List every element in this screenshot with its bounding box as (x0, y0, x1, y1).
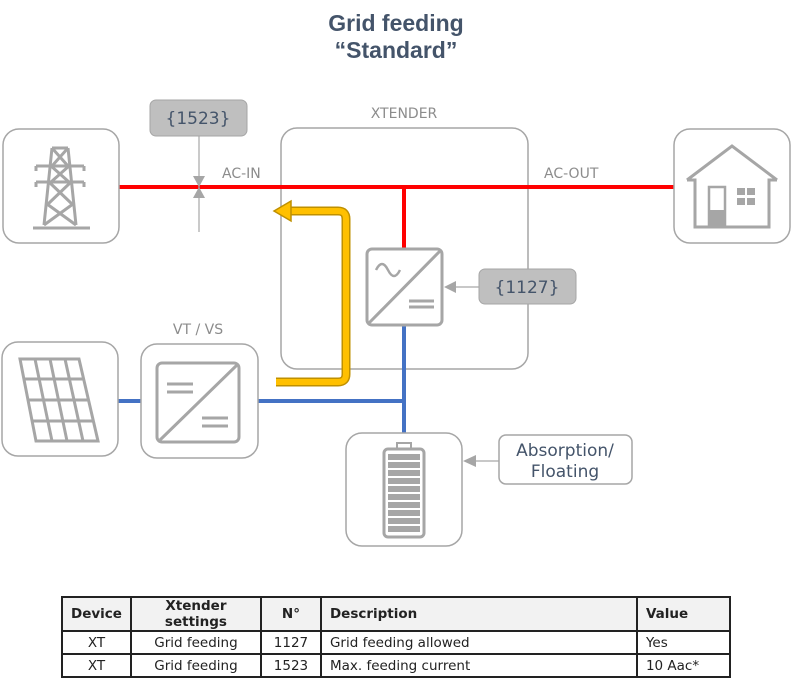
battery-icon (382, 442, 426, 539)
cell-device: XT (61, 630, 132, 655)
solar-box (1, 341, 119, 457)
vtvs-box (140, 343, 259, 459)
grid-box (2, 128, 120, 244)
house-icon (686, 144, 778, 229)
cell-description: Grid feeding allowed (319, 630, 638, 655)
header-description: Description (319, 596, 638, 632)
charge-mode-line1: Absorption/ (516, 441, 614, 461)
dc-dc-converter-icon (155, 361, 241, 444)
charge-mode-line2: Floating (531, 462, 599, 482)
cell-description: Max. feeding current (319, 653, 638, 678)
arrow-left-icon (463, 455, 476, 467)
solar-panel-icon (18, 357, 100, 443)
xtender-label: XTENDER (371, 106, 438, 122)
param-1523-label: {1523} (166, 109, 231, 129)
ac-in-label: AC-IN (222, 166, 261, 182)
header-value: Value (635, 596, 731, 632)
param-1127-box (478, 268, 577, 305)
power-pylon-icon (33, 146, 90, 230)
cell-value: 10 Aac* (635, 653, 731, 678)
cell-device: XT (61, 653, 132, 678)
grid-feeding-flow-arrow (276, 206, 351, 387)
settings-table: Device Xtender settings N° Description V… (61, 596, 731, 678)
cell-number: 1127 (259, 630, 322, 655)
diagram-title: Grid feeding (328, 10, 464, 36)
param-1127-label: {1127} (495, 278, 560, 298)
arrow-down-icon (193, 176, 205, 187)
cell-number: 1523 (259, 653, 322, 678)
cell-value: Yes (635, 630, 731, 655)
inverter-icon (365, 247, 444, 327)
cell-settings: Grid feeding (129, 653, 262, 678)
arrow-left-icon (272, 199, 292, 223)
arrow-up-icon (193, 187, 205, 198)
table-row: XT Grid feeding 1127 Grid feeding allowe… (61, 630, 731, 655)
system-diagram: XTENDER AC-IN AC-OUT {1523} (1, 99, 791, 547)
house-box (673, 128, 791, 244)
diagram-subtitle: “Standard” (334, 37, 458, 63)
ac-out-label: AC-OUT (544, 166, 599, 182)
arrow-left-icon (444, 281, 456, 293)
header-number: N° (259, 596, 322, 632)
table-row: XT Grid feeding 1523 Max. feeding curren… (61, 653, 731, 678)
charge-mode-box (498, 434, 633, 485)
vt-vs-label: VT / VS (173, 322, 223, 338)
header-device: Device (61, 596, 132, 632)
cell-settings: Grid feeding (129, 630, 262, 655)
header-settings: Xtender settings (129, 596, 262, 632)
battery-box (345, 432, 463, 547)
table-header-row: Device Xtender settings N° Description V… (61, 596, 731, 632)
